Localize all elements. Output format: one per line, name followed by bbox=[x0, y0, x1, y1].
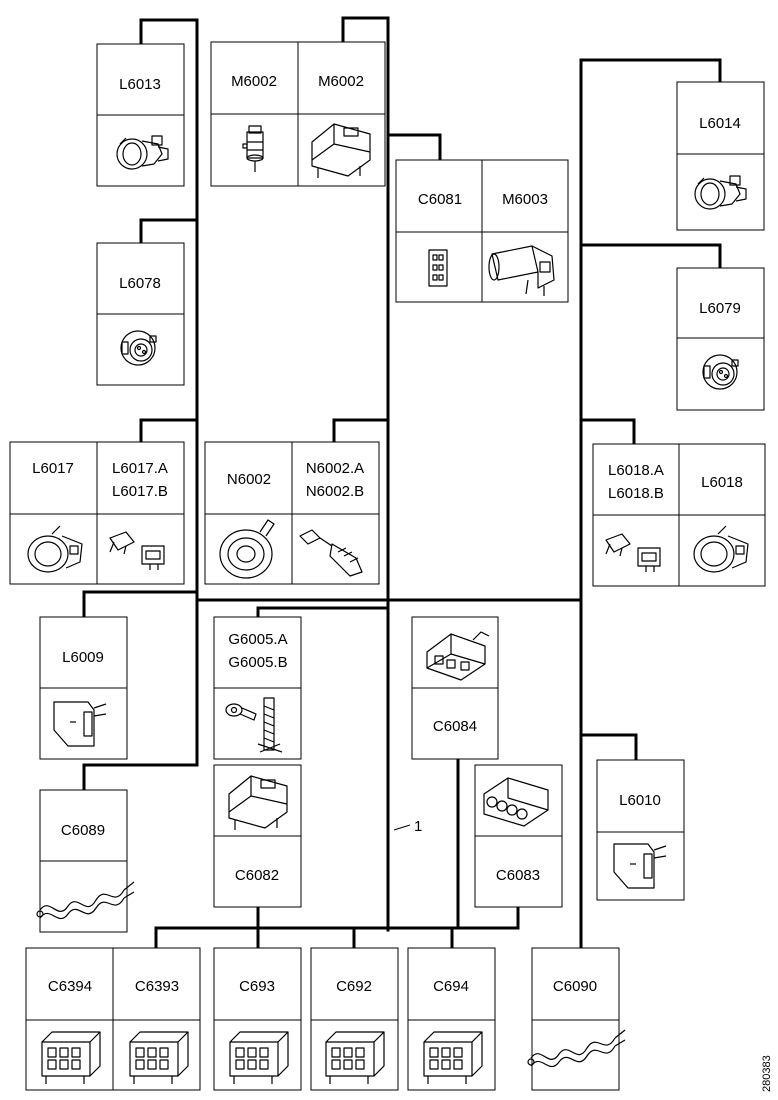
wire-c6081 bbox=[386, 133, 442, 162]
figure-code: 280383 bbox=[761, 1055, 773, 1092]
component-c692[interactable]: C692 bbox=[310, 947, 399, 1091]
wire-n6002 bbox=[332, 418, 390, 444]
label-n6002-a: N6002.A bbox=[306, 460, 364, 477]
component-l6010[interactable]: L6010 bbox=[596, 759, 685, 901]
component-m6002[interactable]: M6002 M6002 bbox=[210, 41, 386, 187]
label-c6394: C6394 bbox=[48, 978, 92, 995]
label-c6082: C6082 bbox=[235, 867, 279, 884]
component-l6009[interactable]: L6009 bbox=[39, 616, 128, 760]
label-c6089: C6089 bbox=[61, 822, 105, 839]
label-n6002-b: N6002.B bbox=[306, 483, 364, 500]
wire-l6018 bbox=[579, 418, 636, 446]
wire-g6005 bbox=[256, 606, 390, 619]
component-g6005[interactable]: G6005.A G6005.B bbox=[213, 616, 302, 760]
wire-l6010 bbox=[579, 733, 638, 762]
component-c693[interactable]: C693 bbox=[213, 947, 302, 1091]
component-c6081-m6003[interactable]: C6081 M6003 bbox=[395, 159, 569, 303]
label-c694: C694 bbox=[433, 978, 469, 995]
component-l6079[interactable]: L6079 bbox=[676, 267, 765, 411]
label-c6083: C6083 bbox=[496, 867, 540, 884]
component-l6018[interactable]: L6018.A L6018.B L6018 bbox=[592, 443, 766, 587]
wire-bottom-bus bbox=[154, 904, 520, 950]
component-c6083[interactable]: C6083 bbox=[474, 764, 563, 908]
label-l6014: L6014 bbox=[699, 115, 741, 132]
wire-right-trunk bbox=[579, 58, 722, 950]
component-c6082[interactable]: C6082 bbox=[213, 764, 302, 908]
label-c6393: C6393 bbox=[135, 978, 179, 995]
wire-l6009 bbox=[82, 590, 199, 619]
label-c6084: C6084 bbox=[433, 718, 477, 735]
label-g6005-b: G6005.B bbox=[228, 654, 287, 671]
label-l6079: L6079 bbox=[699, 300, 741, 317]
label-l6018-b: L6018.B bbox=[608, 485, 664, 502]
wire-l6017 bbox=[139, 418, 199, 444]
label-c6090: C6090 bbox=[553, 978, 597, 995]
component-n6002[interactable]: N6002 N6002.A N6002.B bbox=[204, 441, 380, 585]
label-c6081: C6081 bbox=[418, 191, 462, 208]
label-g6005-a: G6005.A bbox=[228, 631, 287, 648]
label-l6017-a: L6017.A bbox=[112, 460, 168, 477]
wire-label: 1 bbox=[414, 818, 422, 835]
wire-l6078 bbox=[139, 218, 199, 245]
component-c6084[interactable]: C6084 bbox=[411, 616, 499, 760]
wire-center-trunk bbox=[341, 16, 390, 932]
harness-wires: 1 bbox=[82, 16, 722, 950]
component-c694[interactable]: C694 bbox=[407, 947, 496, 1091]
label-m6002-motor: M6002 bbox=[231, 73, 277, 90]
label-c693: C693 bbox=[239, 978, 275, 995]
wire-label-leader bbox=[393, 824, 411, 831]
component-l6078[interactable]: L6078 bbox=[96, 242, 185, 386]
label-l6017: L6017 bbox=[32, 460, 74, 477]
component-c6394-c6393[interactable]: C6394 C6393 bbox=[25, 947, 201, 1091]
component-c6090[interactable]: C6090 bbox=[527, 947, 626, 1091]
component-c6089[interactable]: C6089 bbox=[36, 789, 135, 933]
label-l6018: L6018 bbox=[701, 474, 743, 491]
component-l6013[interactable]: L6013 bbox=[96, 43, 185, 187]
label-l6078: L6078 bbox=[119, 275, 161, 292]
label-l6018-a: L6018.A bbox=[608, 462, 664, 479]
label-m6002-connector: M6002 bbox=[318, 73, 364, 90]
label-l6009: L6009 bbox=[62, 649, 104, 666]
label-c692: C692 bbox=[336, 978, 372, 995]
label-m6003: M6003 bbox=[502, 191, 548, 208]
wire-l6079 bbox=[579, 243, 722, 270]
label-l6017-b: L6017.B bbox=[112, 483, 168, 500]
label-l6010: L6010 bbox=[619, 792, 661, 809]
label-n6002: N6002 bbox=[227, 471, 271, 488]
label-l6013: L6013 bbox=[119, 76, 161, 93]
component-l6017[interactable]: L6017 L6017.A L6017.B bbox=[9, 441, 185, 585]
component-l6014[interactable]: L6014 bbox=[676, 81, 765, 231]
wire-left-trunk bbox=[82, 18, 199, 792]
